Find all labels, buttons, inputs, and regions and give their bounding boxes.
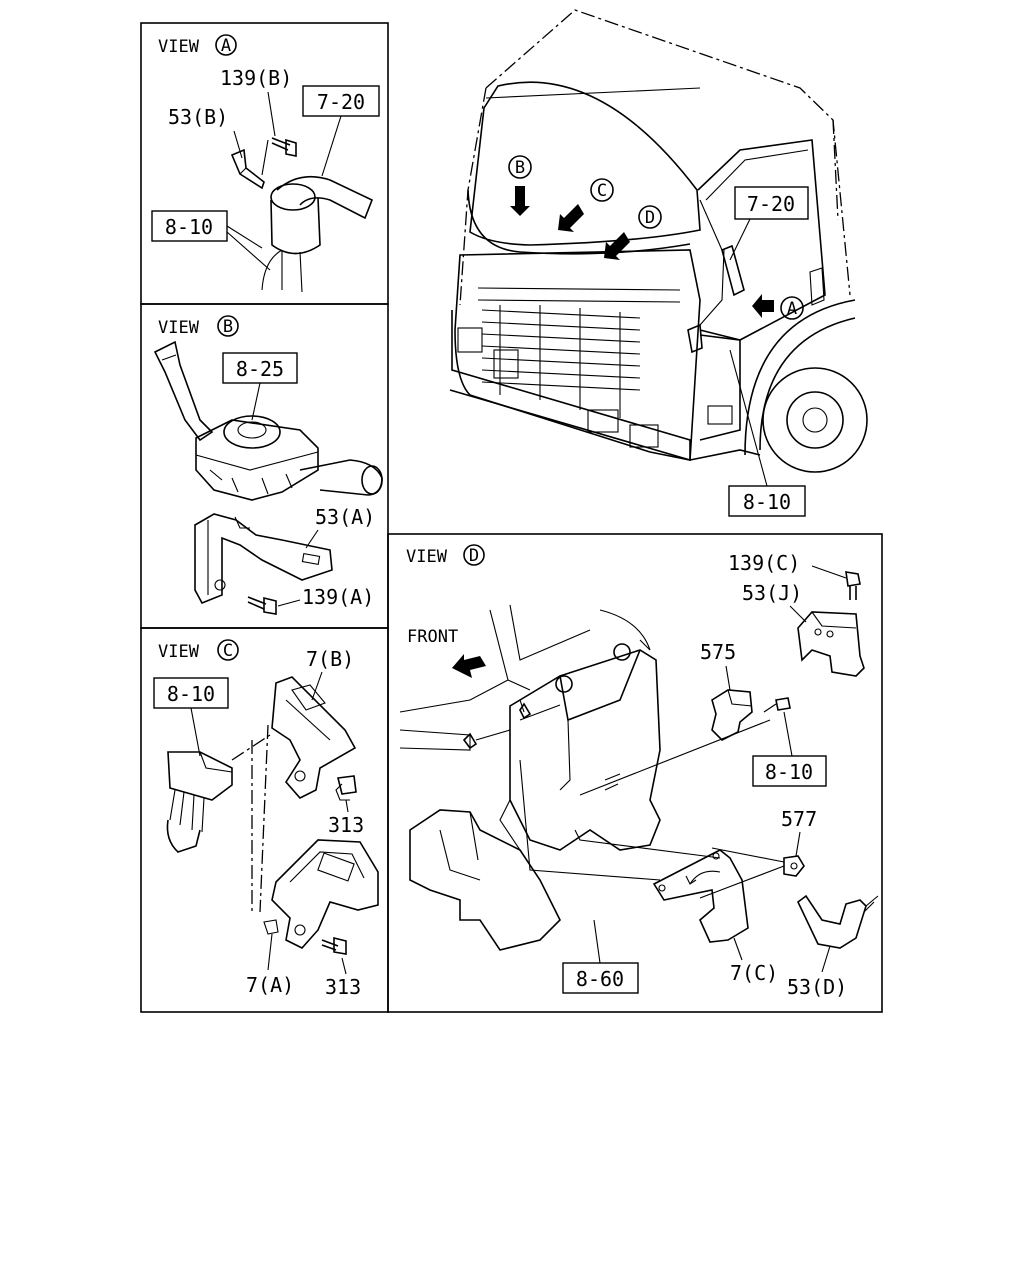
part-53a-label: 53(A) — [315, 505, 375, 529]
panel-view-c: VIEW C 8-10 7(B) 313 7(A) — [153, 639, 379, 999]
panel-a-ref-8-10-text: 8-10 — [165, 215, 213, 239]
panel-view-d: VIEW D FRONT — [399, 544, 879, 999]
view-d-prefix: VIEW — [406, 547, 448, 567]
panel-view-a: VIEW A 139(B) 53(B) 7-20 8-10 — [151, 34, 380, 293]
part-7b-label: 7(B) — [306, 647, 354, 671]
panel-c-ref-8-10-box — [153, 677, 229, 709]
view-c-circle — [217, 639, 239, 661]
panel-a-ref-7-20-text: 7-20 — [317, 90, 365, 114]
truck-cab-illustration — [449, 9, 868, 473]
part-53d-label: 53(D) — [787, 975, 847, 999]
truck-arrow-b-label: B — [515, 158, 525, 178]
front-label: FRONT — [407, 627, 458, 647]
truck-ref-8-10-text: 8-10 — [743, 490, 791, 514]
panel-a-ref-8-10-box — [151, 210, 228, 242]
arrow-down-left-icon — [558, 204, 584, 232]
front-arrow-icon — [452, 654, 486, 678]
part-139c-label: 139(C) — [728, 551, 800, 575]
panel-d-ref-8-10-text: 8-10 — [765, 760, 813, 784]
arrow-down-icon — [510, 186, 530, 216]
part-575-label: 575 — [700, 640, 736, 664]
part-7c-label: 7(C) — [730, 961, 778, 985]
windshield-arrows: B C D A — [508, 155, 804, 320]
truck-arrow-c-label: C — [597, 181, 607, 201]
view-b-circle — [217, 315, 239, 337]
panel-d-ref-8-60-box — [562, 962, 639, 994]
truck-arrow-a-label: A — [787, 299, 797, 319]
view-b-prefix: VIEW — [158, 318, 200, 338]
callout-circle-a — [780, 296, 804, 320]
part-313-bottom-label: 313 — [325, 975, 361, 999]
ecu-module — [462, 643, 661, 851]
view-a-letter: A — [221, 36, 231, 56]
callout-circle-c — [590, 178, 614, 202]
panel-c-ref-8-10-text: 8-10 — [167, 682, 215, 706]
truck-arrow-d-label: D — [645, 208, 655, 228]
grille — [481, 305, 641, 418]
arrow-down-left-icon — [604, 232, 630, 260]
part-313-top-label: 313 — [328, 813, 364, 837]
part-139a-label: 139(A) — [302, 585, 374, 609]
view-c-letter: C — [223, 641, 233, 661]
truck-ref-7-20: 7-20 — [729, 186, 809, 261]
view-b-letter: B — [223, 317, 233, 337]
view-a-prefix: VIEW — [158, 37, 200, 57]
panel-view-d-frame — [387, 533, 883, 1013]
part-7a-label: 7(A) — [246, 973, 294, 997]
panel-view-b: VIEW B 8-25 53(A) 139(A) — [153, 315, 383, 615]
panel-b-ref-8-25-text: 8-25 — [236, 357, 284, 381]
part-577-label: 577 — [781, 807, 817, 831]
panel-d-ref-8-10-box — [752, 755, 827, 787]
callout-circle-b — [508, 155, 532, 179]
view-a-circle — [215, 34, 237, 56]
view-d-letter: D — [469, 546, 479, 566]
callout-circle-d — [638, 205, 662, 229]
arrow-left-icon — [752, 294, 774, 318]
panel-frames — [140, 22, 883, 1013]
part-53j-label: 53(J) — [742, 581, 802, 605]
view-c-prefix: VIEW — [158, 642, 200, 662]
view-d-circle — [463, 544, 485, 566]
truck-ref-8-10: 8-10 — [728, 349, 806, 517]
truck-ref-7-20-text: 7-20 — [747, 192, 795, 216]
panel-a-ref-7-20-box — [302, 85, 380, 117]
part-139b-label: 139(B) — [220, 66, 292, 90]
panel-d-ref-8-60-text: 8-60 — [576, 967, 624, 991]
part-53b-label: 53(B) — [168, 105, 228, 129]
